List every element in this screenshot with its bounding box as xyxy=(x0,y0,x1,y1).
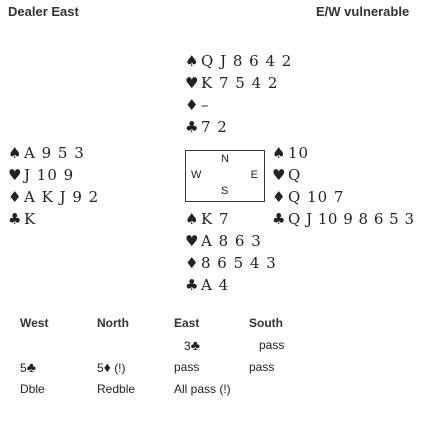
south-hearts: A 8 6 3 xyxy=(201,232,262,250)
bid-east-3: All pass (!) xyxy=(174,382,231,396)
west-diamonds: A K J 9 2 xyxy=(24,188,100,206)
west-clubs: K xyxy=(24,210,37,228)
west-hearts: J 10 9 xyxy=(24,166,75,184)
north-hand: ♠Q J 8 6 4 2 ♥K 7 5 4 2 ♦– ♣7 2 xyxy=(185,50,292,138)
bid-east-2: pass xyxy=(174,360,200,374)
dealer-label: Dealer East xyxy=(8,4,79,19)
east-hand: ♠10 ♥Q ♦Q 10 7 ♣Q J 10 9 8 6 5 3 xyxy=(272,142,436,230)
west-hand: ♠A 9 5 3 ♥J 10 9 ♦A K J 9 2 ♣K xyxy=(8,142,99,230)
vulnerability-label: E/W vulnerable xyxy=(316,4,410,19)
bidding-row: Dble Redble All pass (!) xyxy=(20,378,430,400)
header-west: West xyxy=(20,316,49,330)
diamond-icon: ♦ xyxy=(185,96,200,114)
header-north: North xyxy=(97,316,129,330)
south-spades: K 7 xyxy=(201,210,230,228)
east-clubs: Q J 10 9 8 6 5 3 xyxy=(288,210,415,228)
east-spades: 10 xyxy=(288,144,310,162)
bid-north-3: Redble xyxy=(97,382,136,396)
north-clubs: 7 2 xyxy=(201,118,228,136)
spade-icon: ♠ xyxy=(185,210,200,228)
diamond-icon: ♦ xyxy=(272,188,287,206)
east-diamonds: Q 10 7 xyxy=(288,188,345,206)
bidding-row: 3♣ pass xyxy=(20,334,430,356)
club-icon: ♣ xyxy=(26,359,36,375)
compass-north: N xyxy=(221,153,229,165)
spade-icon: ♠ xyxy=(8,144,23,162)
east-hearts: Q xyxy=(288,166,302,184)
bid-east-1: 3♣ xyxy=(184,337,200,353)
club-icon: ♣ xyxy=(185,276,200,294)
compass-south: S xyxy=(221,185,229,197)
compass-west: W xyxy=(191,169,202,181)
header-east: East xyxy=(174,316,200,330)
spade-icon: ♠ xyxy=(272,144,287,162)
diamond-icon: ♦ xyxy=(8,188,23,206)
club-icon: ♣ xyxy=(190,337,200,353)
diamond-icon: ♦ xyxy=(103,359,111,375)
heart-icon: ♥ xyxy=(272,166,287,184)
bid-west-2: 5♣ xyxy=(20,359,36,375)
bidding-table: West North East South 3♣ pass 5♣ 5♦ (!) … xyxy=(20,312,430,400)
club-icon: ♣ xyxy=(272,210,287,228)
header-south: South xyxy=(249,316,283,330)
heart-icon: ♥ xyxy=(185,232,200,250)
bidding-row: 5♣ 5♦ (!) pass pass xyxy=(20,356,430,378)
bid-south-2: pass xyxy=(249,360,275,374)
spade-icon: ♠ xyxy=(185,52,200,70)
west-spades: A 9 5 3 xyxy=(24,144,85,162)
north-diamonds: – xyxy=(201,96,210,114)
south-diamonds: 8 6 5 4 3 xyxy=(201,254,277,272)
club-icon: ♣ xyxy=(8,210,23,228)
bid-south-1: pass xyxy=(259,338,285,352)
south-clubs: A 4 xyxy=(201,276,230,294)
compass-east: E xyxy=(250,169,258,181)
bid-north-2: 5♦ (!) xyxy=(97,359,126,375)
south-hand: ♠K 7 ♥A 8 6 3 ♦8 6 5 4 3 ♣A 4 xyxy=(185,208,277,296)
heart-icon: ♥ xyxy=(185,74,200,92)
north-hearts: K 7 5 4 2 xyxy=(201,74,279,92)
diamond-icon: ♦ xyxy=(185,254,200,272)
bidding-header-row: West North East South xyxy=(20,312,430,334)
north-spades: Q J 8 6 4 2 xyxy=(201,52,293,70)
club-icon: ♣ xyxy=(185,118,200,136)
heart-icon: ♥ xyxy=(8,166,23,184)
compass-box: N W E S xyxy=(185,150,265,202)
bid-west-3: Dble xyxy=(20,382,45,396)
